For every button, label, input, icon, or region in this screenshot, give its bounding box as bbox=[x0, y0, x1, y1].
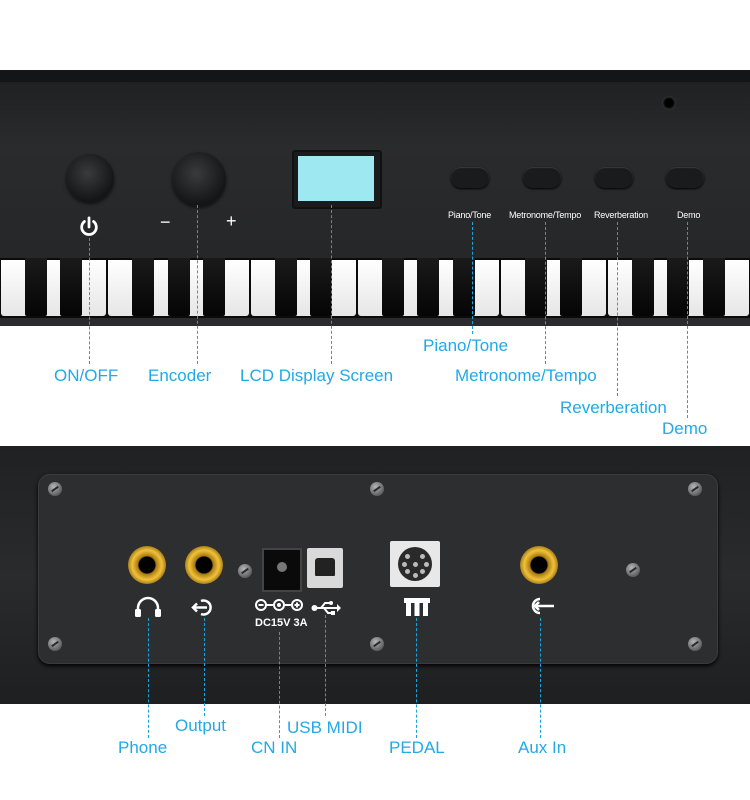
callout-line-encoder bbox=[197, 205, 198, 364]
usb-socket bbox=[315, 558, 335, 576]
screw bbox=[48, 482, 62, 496]
black-key bbox=[24, 258, 47, 316]
dc-rating-label: DC15V 3A bbox=[255, 617, 308, 629]
din-pin bbox=[423, 561, 429, 567]
top-rim bbox=[0, 70, 750, 82]
screw bbox=[688, 637, 702, 651]
lcd-display bbox=[292, 150, 382, 209]
callout-line-aux-in bbox=[540, 618, 541, 738]
callout-encoder: Encoder bbox=[148, 366, 212, 385]
callout-line-lcd bbox=[331, 205, 332, 364]
callout-line-output bbox=[204, 618, 205, 716]
black-key bbox=[167, 258, 190, 316]
demo-panel-label: Demo bbox=[677, 210, 701, 220]
callout-aux-in: Aux In bbox=[518, 738, 567, 757]
dc-pin bbox=[277, 562, 287, 572]
callout-line-demo bbox=[687, 222, 688, 418]
black-key bbox=[631, 258, 654, 316]
black-key bbox=[524, 258, 547, 316]
black-key bbox=[131, 258, 154, 316]
callout-reverberation: Reverberation bbox=[560, 398, 667, 417]
callout-usb-midi: USB MIDI bbox=[287, 718, 363, 737]
encoder-minus-label: − bbox=[160, 212, 171, 232]
front-strip bbox=[0, 318, 750, 326]
phone-jack[interactable] bbox=[128, 546, 166, 584]
callout-line-metronome bbox=[545, 222, 546, 364]
callout-line-pedal bbox=[416, 618, 417, 738]
black-key bbox=[560, 258, 583, 316]
din-pin bbox=[412, 561, 418, 567]
callout-line-piano-tone bbox=[472, 222, 473, 334]
metronome-tempo-button[interactable] bbox=[523, 167, 561, 188]
lcd-screen bbox=[298, 156, 374, 201]
screw bbox=[688, 482, 702, 496]
black-key bbox=[60, 258, 83, 316]
din-pin bbox=[401, 561, 407, 567]
callout-line-usb-midi bbox=[325, 615, 326, 716]
din-pin bbox=[404, 569, 410, 575]
encoder-plus-label: + bbox=[226, 211, 237, 231]
usb-midi-port[interactable] bbox=[307, 548, 343, 588]
mic-hole bbox=[662, 96, 676, 110]
black-key bbox=[417, 258, 440, 316]
pedal-icon bbox=[404, 598, 430, 616]
black-key bbox=[667, 258, 690, 316]
screw bbox=[626, 563, 640, 577]
piano-tone-button[interactable] bbox=[451, 167, 489, 188]
callout-on-off: ON/OFF bbox=[54, 366, 119, 385]
callout-lcd-display-screen: LCD Display Screen bbox=[240, 366, 394, 385]
reverberation-button[interactable] bbox=[595, 167, 633, 188]
callout-pedal: PEDAL bbox=[389, 738, 445, 757]
aux-in-icon bbox=[531, 597, 554, 615]
callout-piano-tone: Piano/Tone bbox=[423, 336, 509, 355]
power-button[interactable] bbox=[66, 154, 114, 202]
callout-cn-in: CN IN bbox=[251, 738, 298, 757]
screw bbox=[238, 564, 252, 578]
reverberation-panel-label: Reverberation bbox=[594, 210, 648, 220]
black-key bbox=[381, 258, 404, 316]
black-key bbox=[274, 258, 297, 316]
callout-output: Output bbox=[175, 716, 227, 735]
piano-keys bbox=[0, 258, 750, 318]
piano-tone-panel-label: Piano/Tone bbox=[448, 210, 492, 220]
output-icon bbox=[191, 599, 212, 616]
black-key bbox=[310, 258, 333, 316]
power-icon bbox=[80, 216, 98, 236]
headphone-icon bbox=[135, 596, 161, 617]
pedal-socket bbox=[398, 547, 432, 581]
encoder-knob[interactable] bbox=[172, 152, 226, 206]
metronome-tempo-panel-label: Metronome/Tempo bbox=[509, 210, 582, 220]
black-key bbox=[703, 258, 725, 316]
din-pin bbox=[404, 553, 410, 559]
callout-metronome-tempo: Metronome/Tempo bbox=[455, 366, 597, 385]
black-key bbox=[203, 258, 226, 316]
dc-power-port[interactable] bbox=[262, 548, 302, 592]
callout-line-on-off bbox=[89, 238, 90, 364]
din-pin bbox=[420, 553, 426, 559]
screw bbox=[370, 482, 384, 496]
callout-line-reverberation bbox=[617, 222, 618, 396]
pedal-port[interactable] bbox=[390, 541, 440, 587]
black-key bbox=[453, 258, 476, 316]
callout-demo: Demo bbox=[662, 419, 708, 438]
din-pin bbox=[412, 572, 418, 578]
aux-in-jack[interactable] bbox=[520, 546, 558, 584]
output-jack[interactable] bbox=[185, 546, 223, 584]
screw bbox=[48, 637, 62, 651]
callout-line-cn-in bbox=[279, 632, 280, 738]
usb-icon bbox=[311, 601, 341, 615]
din-pin bbox=[420, 569, 426, 575]
dc-polarity-icon bbox=[255, 599, 303, 611]
callout-phone: Phone bbox=[118, 738, 168, 757]
screw bbox=[370, 637, 384, 651]
demo-button[interactable] bbox=[666, 167, 704, 188]
callout-line-phone bbox=[148, 618, 149, 738]
